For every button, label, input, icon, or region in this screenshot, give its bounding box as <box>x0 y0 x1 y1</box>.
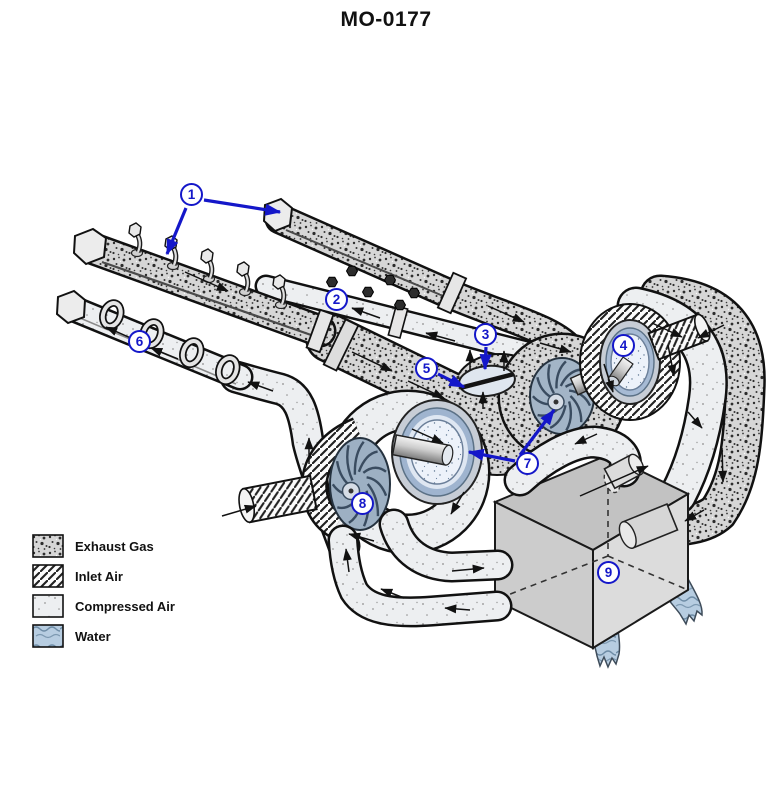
turbo-to-box-pipe <box>378 508 514 583</box>
legend-item-inlet-air: Inlet Air <box>32 561 175 591</box>
callout-9: 9 <box>597 561 620 584</box>
legend-item-exhaust-gas: Exhaust Gas <box>32 531 175 561</box>
exhaust-manifold-left <box>72 222 337 354</box>
legend-label: Exhaust Gas <box>75 538 154 554</box>
legend-label: Inlet Air <box>75 568 123 584</box>
callout-8: 8 <box>351 492 374 515</box>
callout-3: 3 <box>474 323 497 346</box>
callout-7: 7 <box>516 452 539 475</box>
inlet-air-swatch <box>32 564 64 588</box>
legend-item-compressed-air: Compressed Air <box>32 591 175 621</box>
legend-label: Water <box>75 628 111 644</box>
box-outlet-pipe <box>503 425 642 497</box>
flow-arrows <box>105 271 728 614</box>
left-turbocharger <box>238 389 491 555</box>
water-swatch <box>32 624 64 648</box>
exhaust-gas-swatch <box>32 534 64 558</box>
figure-title: MO-0177 <box>340 8 432 31</box>
legend-item-water: Water <box>32 621 175 651</box>
box-side-stub <box>618 502 679 550</box>
callout-2: 2 <box>325 288 348 311</box>
turbo-shaft-left <box>391 434 454 466</box>
inlet-air-stub-left <box>238 474 318 524</box>
right-down-pipe <box>634 274 766 547</box>
manifold-studs <box>128 222 288 310</box>
callout-leaders <box>165 198 556 463</box>
legend-label: Compressed Air <box>75 598 175 614</box>
callout-1: 1 <box>180 183 203 206</box>
legend: Exhaust Gas Inlet Air Compressed Air Wat… <box>32 531 175 651</box>
callout-4: 4 <box>612 334 635 357</box>
compressed-air-swatch <box>32 594 64 618</box>
callout-6: 6 <box>128 330 151 353</box>
compressor-disc-right <box>599 319 661 405</box>
manifold-nuts <box>325 265 421 311</box>
callout-5: 5 <box>415 357 438 380</box>
right-compressor-outlet-band <box>616 286 728 515</box>
